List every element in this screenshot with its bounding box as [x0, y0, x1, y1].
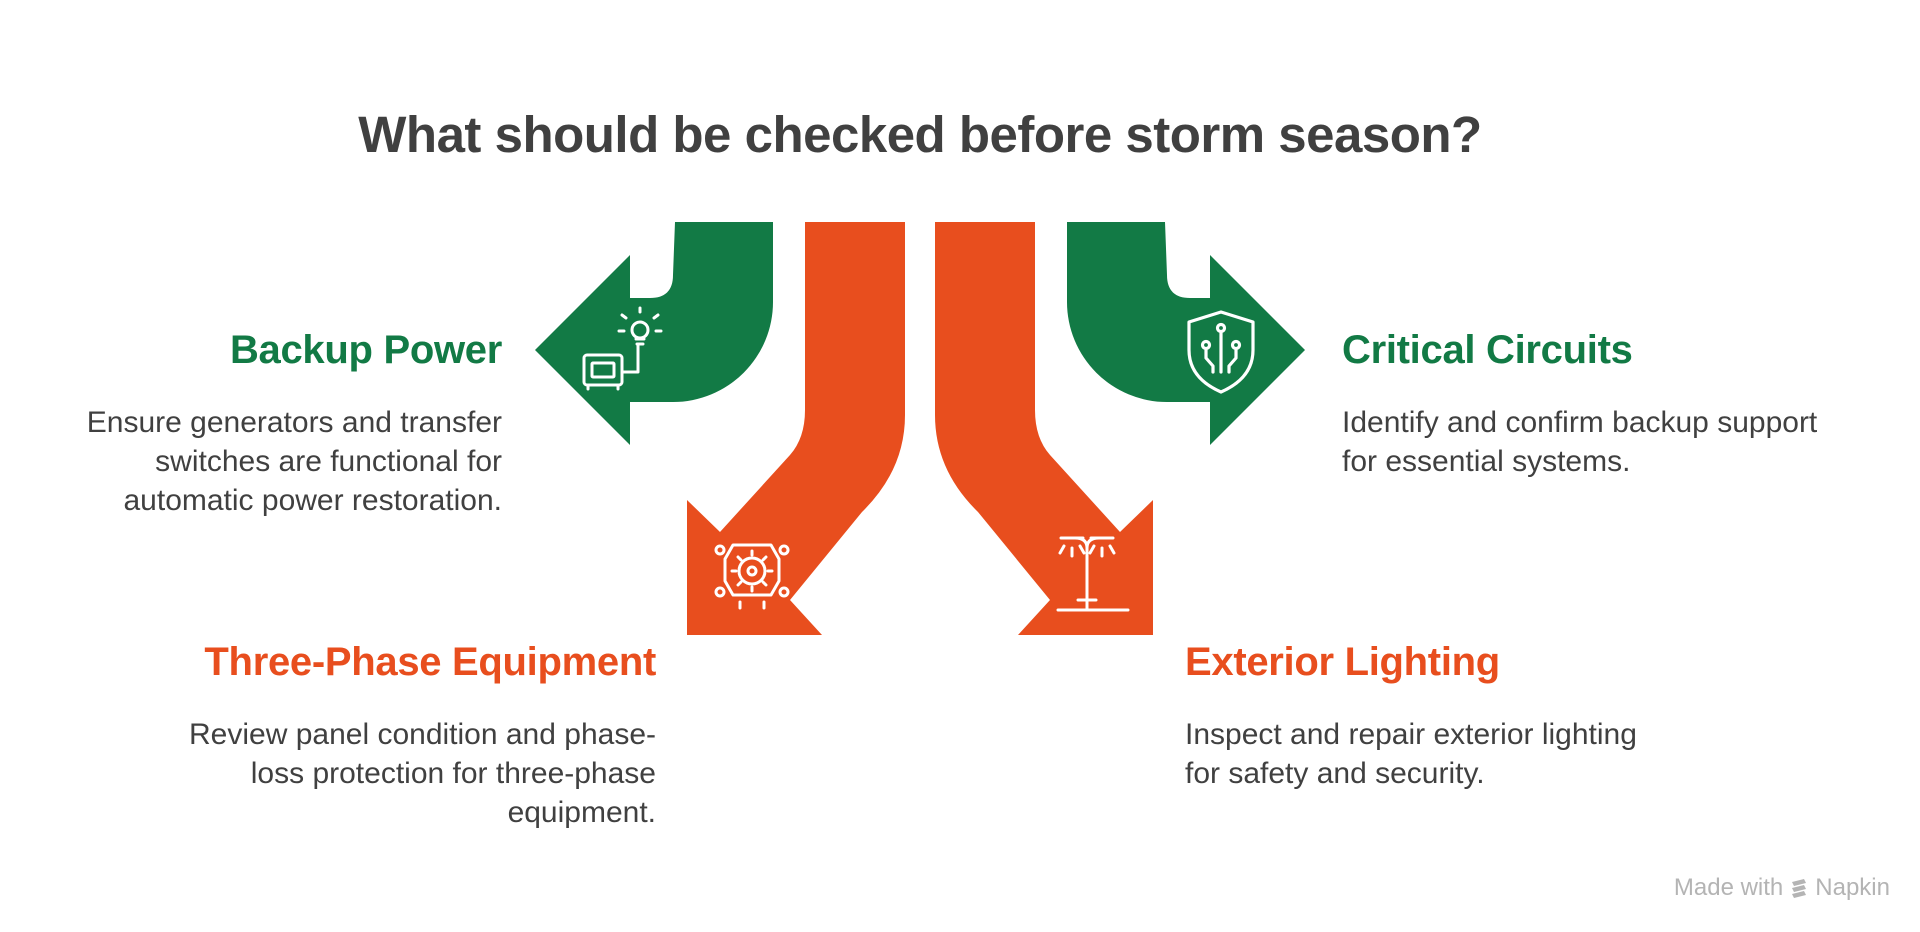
description-line: Identify and confirm backup support [1342, 406, 1818, 439]
description-line: Ensure generators and transfer [86, 406, 502, 439]
backup-power-description: Ensure generators and transfer switches … [20, 403, 502, 520]
exterior-lighting-heading: Exterior Lighting [1185, 640, 1500, 684]
backup-power-heading: Backup Power [229, 328, 502, 372]
circuit-shield-icon [1187, 310, 1255, 394]
description-line: equipment. [507, 796, 656, 829]
napkin-watermark[interactable]: Made with Napkin [1674, 874, 1890, 902]
exterior-lighting-arrow [935, 222, 1153, 635]
street-lamp-icon [1056, 536, 1130, 612]
critical-circuits-heading: Critical Circuits [1342, 328, 1633, 372]
critical-circuits-arrow [1067, 222, 1305, 445]
exterior-lighting-description: Inspect and repair exterior lighting for… [1185, 715, 1725, 793]
critical-circuits-description: Identify and confirm backup support for … [1342, 403, 1902, 481]
three-phase-equipment-heading: Three-Phase Equipment [204, 640, 656, 684]
three-phase-arrow [687, 222, 905, 635]
description-line: for safety and security. [1185, 757, 1485, 790]
description-line: switches are functional for [155, 445, 502, 478]
watermark-brand: Napkin [1815, 874, 1890, 901]
generator-lightbulb-icon [582, 306, 663, 391]
motor-gear-icon [714, 543, 790, 610]
description-line: Review panel condition and phase- [189, 718, 656, 751]
description-line: Inspect and repair exterior lighting [1185, 718, 1637, 751]
watermark-prefix: Made with [1673, 874, 1784, 901]
napkin-logo-icon [1792, 879, 1807, 898]
backup-power-arrow [535, 222, 773, 445]
three-phase-equipment-description: Review panel condition and phase- loss p… [100, 715, 656, 832]
description-line: automatic power restoration. [123, 484, 502, 517]
description-line: loss protection for three-phase [250, 757, 656, 790]
page-title: What should be checked before storm seas… [358, 106, 1482, 163]
description-line: for essential systems. [1342, 445, 1631, 478]
